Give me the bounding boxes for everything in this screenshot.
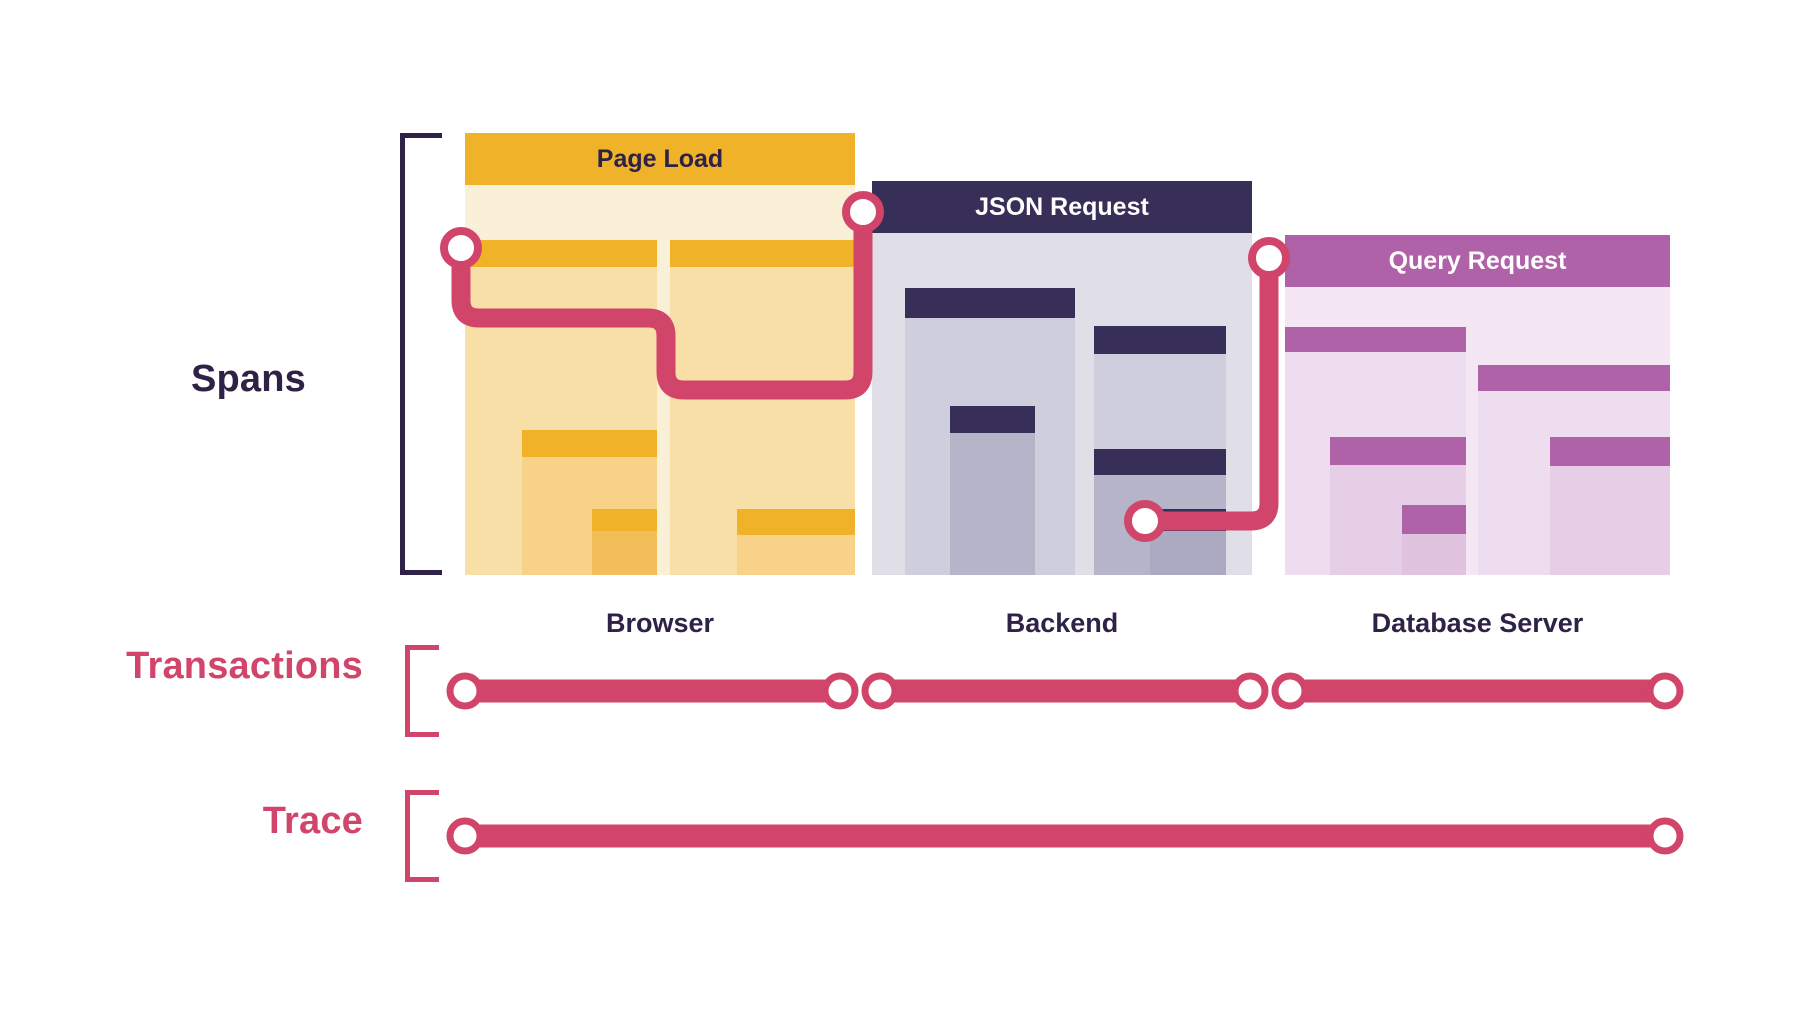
connector-node-database-start[interactable] <box>1248 237 1290 279</box>
trace-node-start[interactable] <box>446 817 484 855</box>
section-caption-database-server: Database Server <box>1371 608 1584 638</box>
row-label-spans: Spans <box>190 358 306 400</box>
span-bar-db-3[interactable] <box>1402 505 1466 575</box>
row-label-transactions: Transactions <box>126 645 363 687</box>
span-bar-head <box>950 406 1035 433</box>
connector-node-backend-start[interactable] <box>842 191 884 233</box>
span-bar-browser-3[interactable] <box>592 509 657 575</box>
span-title-json-request: JSON Request <box>872 181 1252 233</box>
span-bar-head <box>1478 365 1670 391</box>
span-bar-head <box>522 430 657 457</box>
transaction-node-database-end[interactable] <box>1646 672 1684 710</box>
bracket-transactions <box>405 645 439 737</box>
span-column-backend[interactable]: JSON Request <box>872 181 1252 575</box>
trace-timeline <box>446 817 1684 855</box>
transaction-node-backend-start[interactable] <box>861 672 899 710</box>
span-bar-head <box>1285 327 1466 352</box>
span-bar-head <box>737 509 855 535</box>
transaction-node-backend-end[interactable] <box>1231 672 1269 710</box>
row-label-trace: Trace <box>262 800 363 842</box>
section-caption-backend: Backend <box>1005 608 1119 638</box>
span-bar-head <box>1402 505 1466 534</box>
span-bar-head <box>1094 326 1226 354</box>
span-bar-head <box>1094 449 1226 475</box>
trace-node-end[interactable] <box>1646 817 1684 855</box>
transactions-timeline <box>446 672 1684 710</box>
bracket-trace <box>405 790 439 882</box>
span-bar-head <box>592 509 657 531</box>
span-bar-head <box>1550 437 1670 466</box>
span-bar-head <box>905 288 1075 318</box>
connector-backend-to-database <box>1135 265 1279 531</box>
span-bar-head <box>1330 437 1466 465</box>
transaction-node-browser-end[interactable] <box>821 672 859 710</box>
section-caption-browser: Browser <box>605 608 715 638</box>
span-bar-backend-2[interactable] <box>950 406 1035 575</box>
bracket-spans <box>400 133 442 575</box>
span-bar-head <box>670 240 855 267</box>
span-bar-head <box>465 240 657 267</box>
span-bar-db-5[interactable] <box>1550 437 1670 575</box>
span-bar-browser-2[interactable] <box>522 430 657 575</box>
span-title-page-load: Page Load <box>465 133 855 185</box>
connector-node-browser-start[interactable] <box>440 227 482 269</box>
span-bar-browser-5[interactable] <box>737 509 855 575</box>
span-column-database-server[interactable]: Query Request <box>1285 235 1670 575</box>
connector-browser-to-backend <box>451 220 873 400</box>
transaction-node-database-start[interactable] <box>1271 672 1309 710</box>
span-title-query-request: Query Request <box>1285 235 1670 287</box>
connector-node-backend-db-call[interactable] <box>1124 500 1166 542</box>
transaction-node-browser-start[interactable] <box>446 672 484 710</box>
